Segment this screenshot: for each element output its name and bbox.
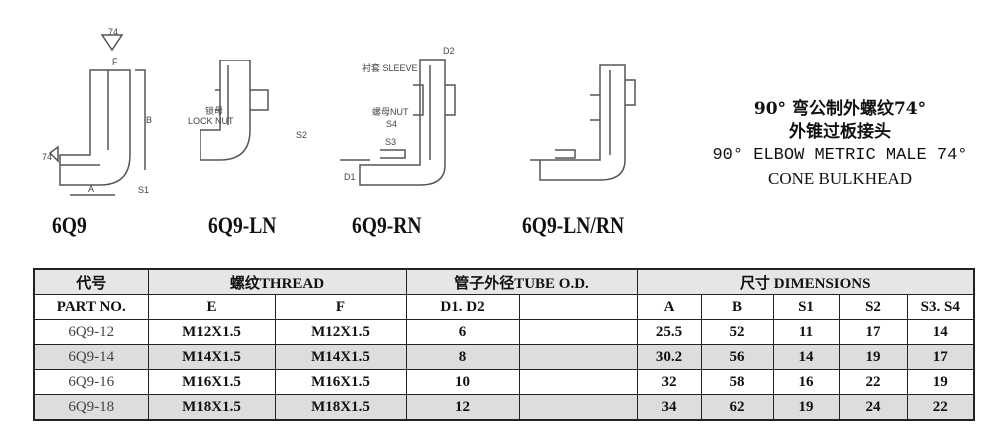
cell-dim-s1: 16 <box>772 369 840 395</box>
elbow-drawing-6q9-rn <box>340 59 456 186</box>
title-line-2: 外锥过板接头 <box>789 122 891 142</box>
cell-dim-a: 25.5 <box>636 319 702 345</box>
callout-s1: S1 <box>138 185 150 195</box>
callout-74-side: 74 <box>42 152 53 162</box>
callout-d1: D1 <box>344 172 356 182</box>
cell-dim-b: 56 <box>700 344 774 370</box>
cell-dim-s3-s4: 19 <box>906 369 975 395</box>
callout-lock-nut: LOCK NUT <box>188 116 234 126</box>
cell-thread-f: M16X1.5 <box>274 369 407 395</box>
figure-label-6q9-ln-rn: 6Q9-LN/RN <box>522 213 625 238</box>
cell-dim-s2: 17 <box>838 319 908 345</box>
cell-dim-s2: 19 <box>838 344 908 370</box>
callout-f: F <box>112 57 118 67</box>
cell-dim-s3-s4: 17 <box>906 344 975 370</box>
cell-dim-s1: 14 <box>772 344 840 370</box>
figure-label-6q9-rn: 6Q9-RN <box>352 213 422 238</box>
cell-dim-s1: 19 <box>772 394 840 421</box>
header-b: B <box>700 294 774 320</box>
cell-dim-s2: 22 <box>838 369 908 395</box>
cell-thread-f: M14X1.5 <box>274 344 407 370</box>
cell-dim-b: 52 <box>700 319 774 345</box>
callout-74-top: 74 <box>108 27 119 37</box>
cell-part-no: 6Q9-12 <box>33 319 149 345</box>
callout-s4: S4 <box>386 119 398 129</box>
cell-thread-e: M12X1.5 <box>147 319 276 345</box>
title-line-1: 90° 弯公制外螺纹74° <box>753 99 927 119</box>
header-e: E <box>147 294 276 320</box>
cell-tube-od: 10 <box>405 369 520 395</box>
product-title: 90° 弯公制外螺纹74° 外锥过板接头 90° ELBOW METRIC MA… <box>690 98 987 190</box>
elbow-drawing-6q9 <box>48 34 146 196</box>
callout-d2: D2 <box>443 46 455 56</box>
elbow-drawing-6q9-ln <box>200 60 269 161</box>
header-s1: S1 <box>772 294 840 320</box>
header-f: F <box>274 294 407 320</box>
cell-tube-od: 8 <box>405 344 520 370</box>
cell-blank <box>518 369 638 395</box>
header-d: D1. D2 <box>405 294 520 320</box>
cell-thread-e: M16X1.5 <box>147 369 276 395</box>
callout-s3: S3 <box>385 137 397 147</box>
callout-s2: S2 <box>296 130 308 140</box>
cell-dim-s2: 24 <box>838 394 908 421</box>
elbow-drawing-6q9-ln-rn <box>530 64 636 181</box>
cell-part-no: 6Q9-16 <box>33 369 149 395</box>
figure-label-6q9-ln: 6Q9-LN <box>208 213 277 238</box>
header-part: 代号 <box>33 268 149 295</box>
cell-thread-f: M12X1.5 <box>274 319 407 345</box>
callout-nut: 螺母NUT <box>372 107 409 117</box>
figure-label-6q9: 6Q9 <box>52 213 87 238</box>
header-row-1: 代号 螺纹THREAD 管子外径TUBE O.D. 尺寸 DIMENSIONS <box>33 268 975 295</box>
cell-part-no: 6Q9-18 <box>33 394 149 421</box>
cell-dim-a: 32 <box>636 369 702 395</box>
header-a: A <box>636 294 702 320</box>
cell-blank <box>518 394 638 421</box>
callout-a: A <box>88 184 95 194</box>
header-part-no: PART NO. <box>33 294 149 320</box>
cell-thread-e: M14X1.5 <box>147 344 276 370</box>
title-line-3: 90° ELBOW METRIC MALE 74° <box>712 146 968 165</box>
cell-thread-f: M18X1.5 <box>274 394 407 421</box>
cell-tube-od: 6 <box>405 319 520 345</box>
cell-dim-a: 30.2 <box>636 344 702 370</box>
cell-dim-s3-s4: 22 <box>906 394 975 421</box>
header-thread: 螺纹THREAD <box>147 268 407 295</box>
cell-tube-od: 12 <box>405 394 520 421</box>
header-dimensions: 尺寸 DIMENSIONS <box>636 268 975 295</box>
dimensions-table: 代号 螺纹THREAD 管子外径TUBE O.D. 尺寸 DIMENSIONS … <box>33 268 975 421</box>
callout-sleeve: 衬套 SLEEVE <box>362 63 418 73</box>
cell-part-no: 6Q9-14 <box>33 344 149 370</box>
header-s34: S3. S4 <box>906 294 975 320</box>
callout-b: B <box>146 115 153 125</box>
header-row-2: PART NO. E F D1. D2 A B S1 S2 S3. S4 <box>33 294 975 320</box>
cell-dim-b: 62 <box>700 394 774 421</box>
cell-dim-b: 58 <box>700 369 774 395</box>
cell-blank <box>518 319 638 345</box>
header-s2: S2 <box>838 294 908 320</box>
cell-blank <box>518 344 638 370</box>
title-line-4: CONE BULKHEAD <box>767 169 913 188</box>
callout-lock-nut-cn: 锁母 <box>205 106 224 116</box>
header-tube: 管子外径TUBE O.D. <box>405 268 638 295</box>
cell-thread-e: M18X1.5 <box>147 394 276 421</box>
cell-dim-s1: 11 <box>772 319 840 345</box>
cell-dim-s3-s4: 14 <box>906 319 975 345</box>
cell-dim-a: 34 <box>636 394 702 421</box>
header-blank <box>518 294 638 320</box>
